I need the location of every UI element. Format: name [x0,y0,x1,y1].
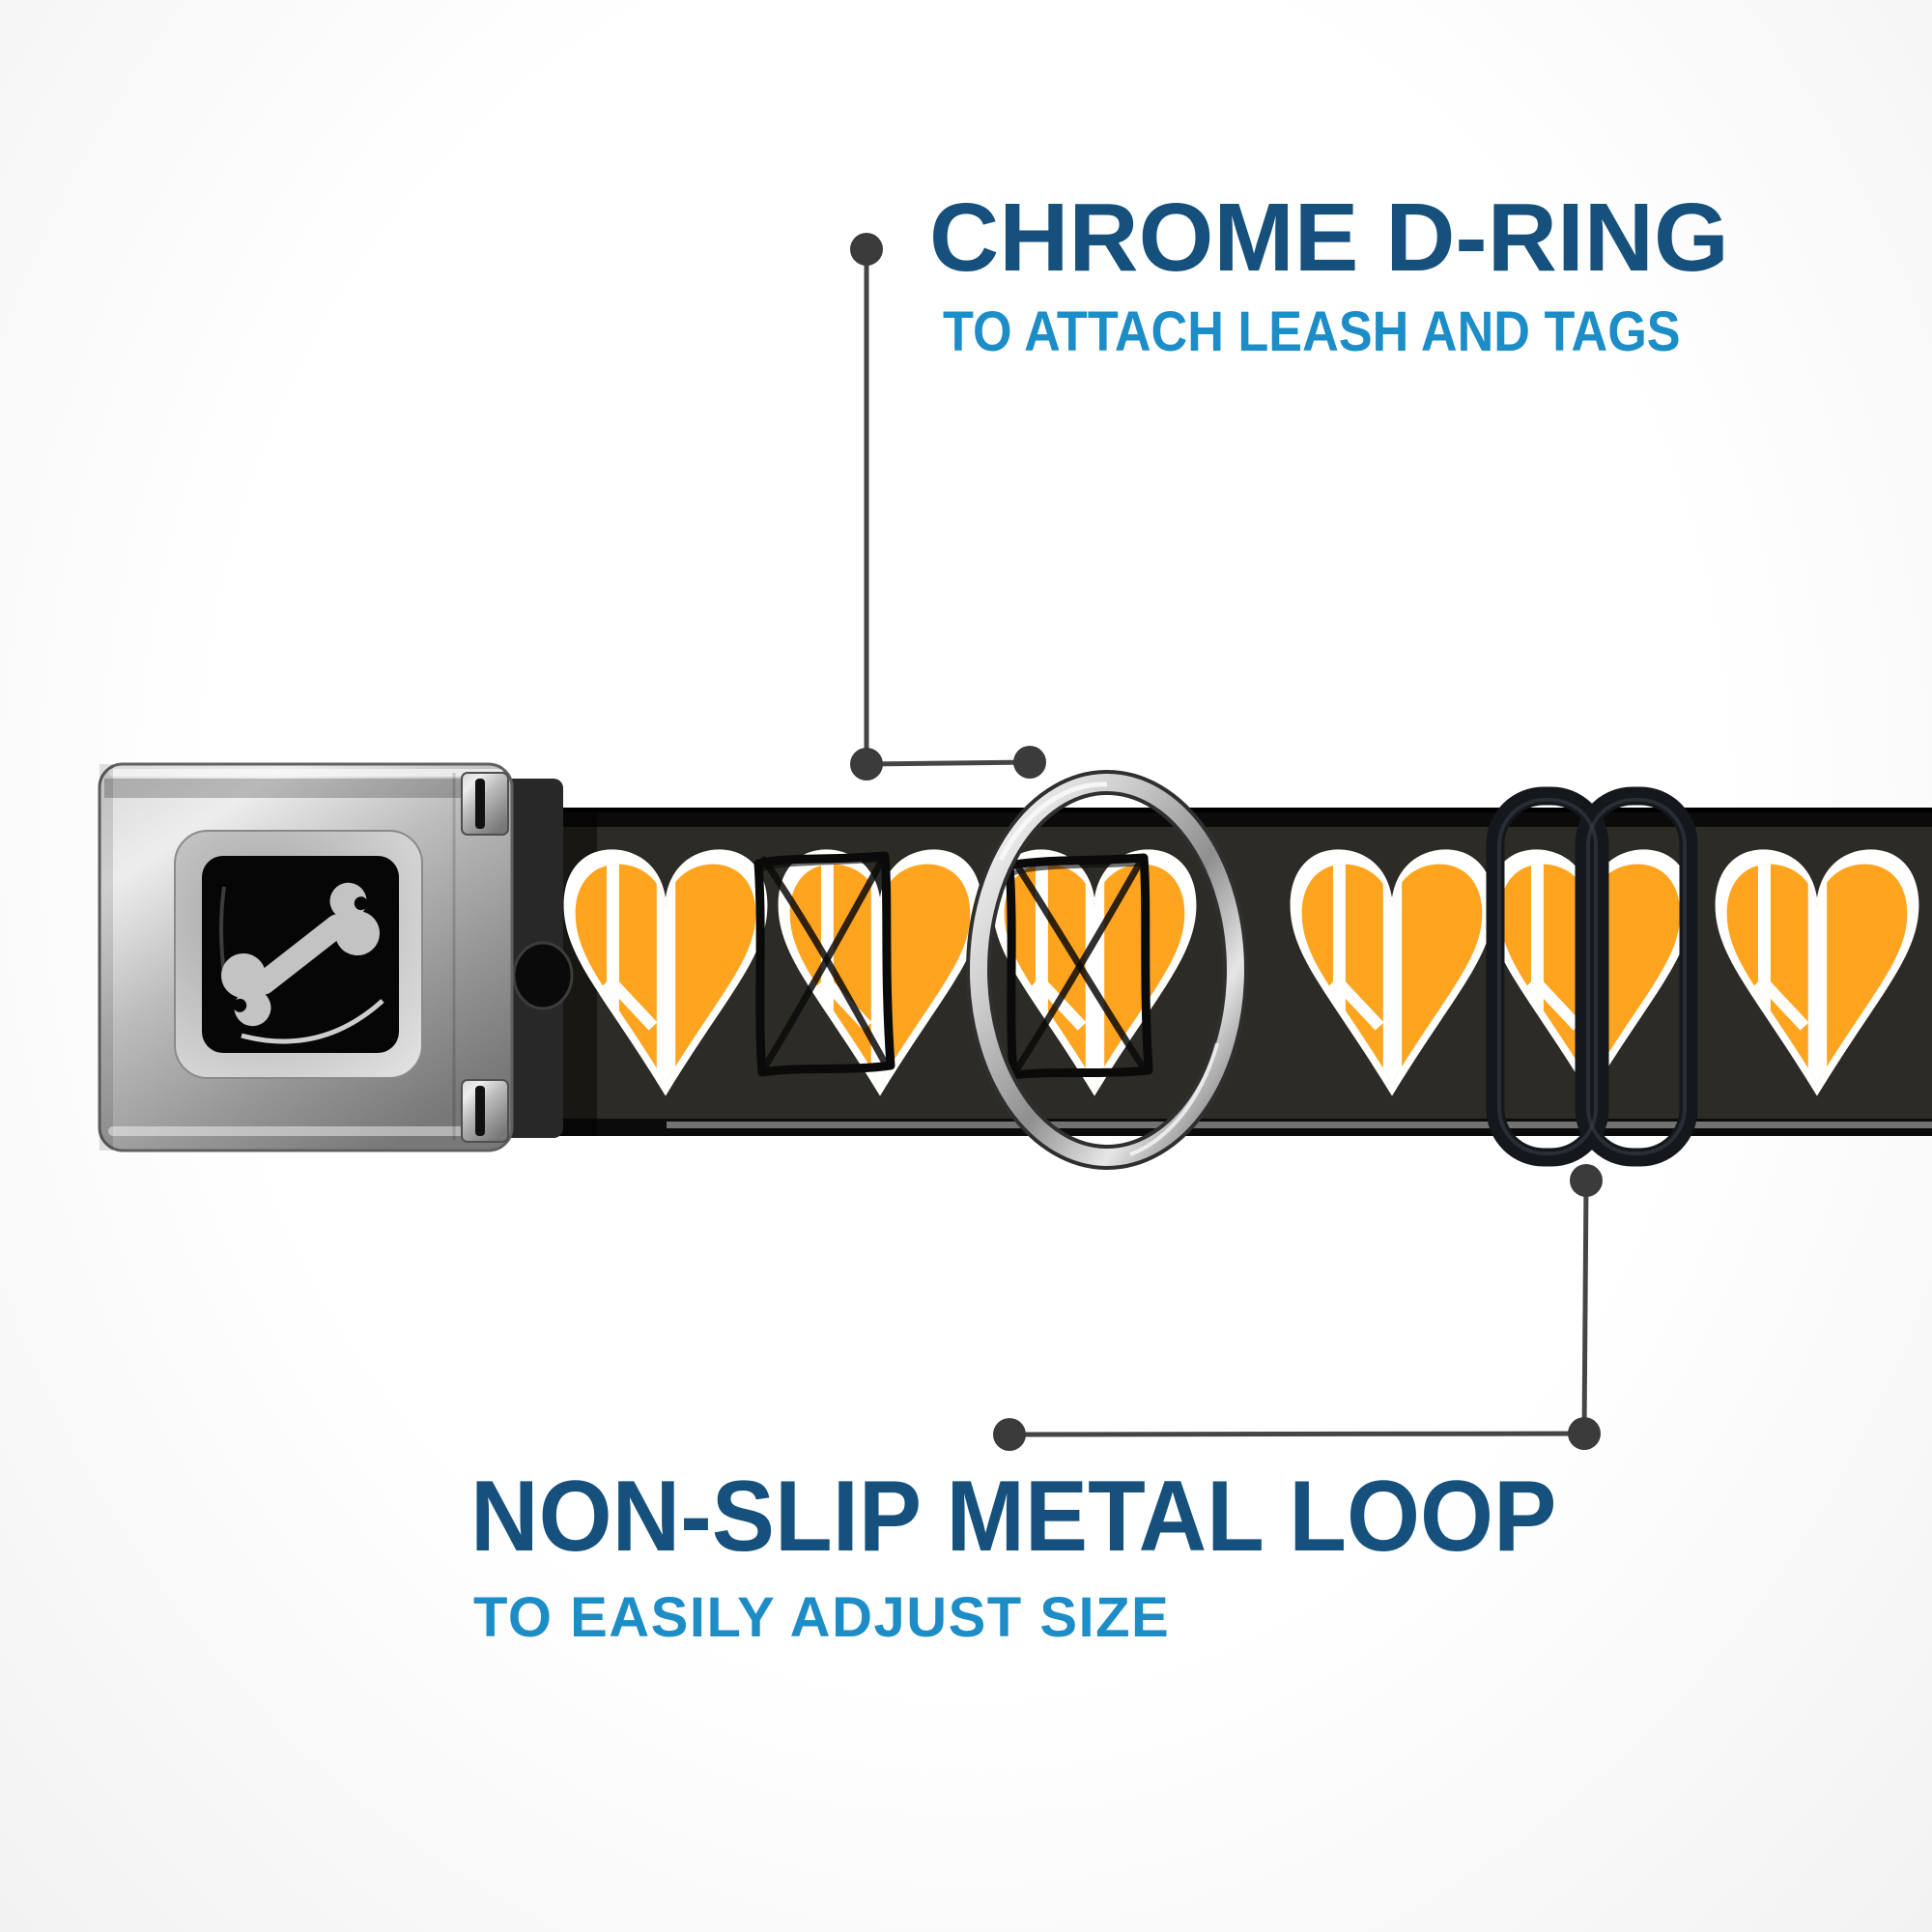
chrome-d-ring-icon [966,770,1248,1170]
top-callout-title: CHROME D-RING [929,184,1729,292]
plate-hole [512,941,574,1010]
callout-dot [850,748,883,781]
callout-dot [850,233,883,266]
scribble-marks [753,851,1153,1080]
scribble-x-box-1 [753,851,895,1077]
bottom-callout-lines [993,1164,1603,1451]
buckle-hinge-clips [461,772,509,1143]
callout-dot [1570,1164,1603,1197]
callout-dot [993,1418,1026,1451]
bottom-callout-title: NON-SLIP METAL LOOP [470,1461,1557,1573]
top-callout-lines [850,233,1046,781]
callout-dot [1568,1417,1601,1450]
bottom-callout-subtitle: TO EASILY ADJUST SIZE [473,1586,1171,1649]
top-callout-subtitle: TO ATTACH LEASH AND TAGS [943,300,1681,363]
callout-dot [1013,746,1046,779]
scribble-x-box-2 [1005,853,1153,1080]
seatbelt-buckle [98,762,574,1152]
dog-bone-icon [221,882,380,1027]
metal-loop-slider-icon [1486,786,1698,1167]
